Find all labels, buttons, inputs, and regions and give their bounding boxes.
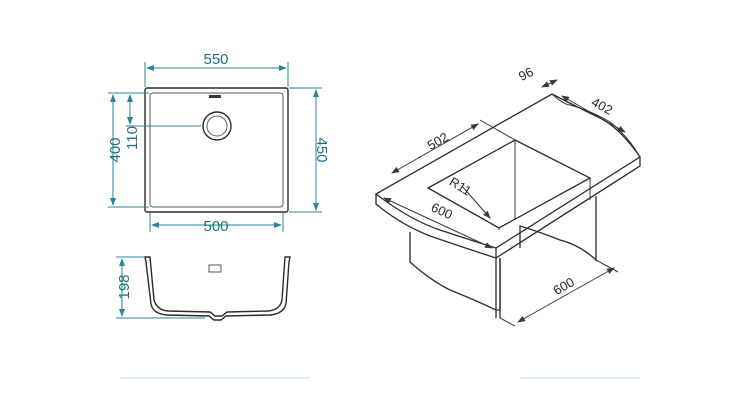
dim-worktop-width: 600 [429,200,455,223]
dim-drain-offset: 110 [124,126,141,150]
overflow-slot [209,95,221,98]
dim-depth: 198 [116,274,133,299]
sink-outer-outline [144,87,289,213]
sink-bowl-outline [149,92,284,208]
drain-outer [202,111,232,141]
worktop-side-edge [495,157,641,259]
section-view: 198 [116,256,291,321]
section-overflow-slot [208,264,222,273]
cabinet-right-panel [519,196,597,262]
dim-rim-width: 96 [516,64,536,84]
isometric-view: 96 402 502 R11 600 600 [374,64,641,327]
drain-inner [206,115,228,137]
dim-overall-width: 550 [203,51,228,68]
cabinet-left-panel [409,232,501,311]
dim-cabinet-width: 600 [551,274,577,298]
dim-inner-height: 400 [107,137,124,162]
top-view: 550 500 400 110 450 [107,51,330,235]
dim-inner-width: 500 [203,218,228,235]
dim-overall-height: 450 [313,137,330,162]
dim-bowl-length: 502 [425,129,451,153]
cabinet-leg [495,258,501,318]
sink-section-outline [144,256,291,321]
